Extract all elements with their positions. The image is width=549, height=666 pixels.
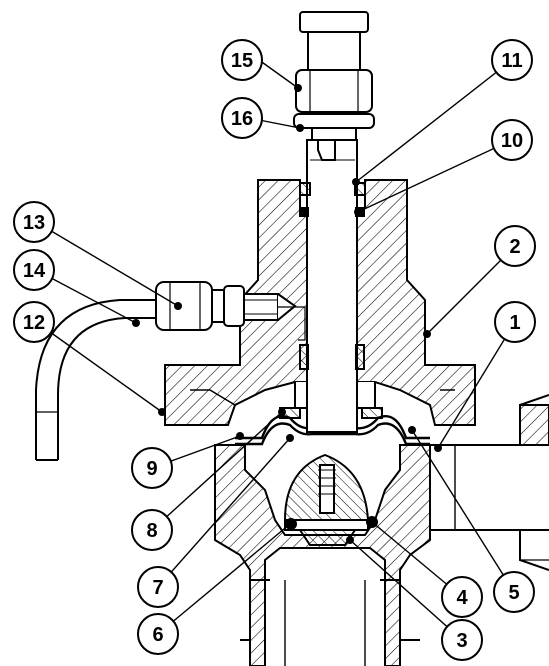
spindle bbox=[306, 139, 358, 433]
callout-8: 8 bbox=[131, 509, 173, 551]
callout-label-4: 4 bbox=[456, 587, 468, 609]
callout-label-14: 14 bbox=[23, 260, 46, 282]
callout-label-13: 13 bbox=[23, 212, 45, 234]
leader-lines bbox=[35, 59, 516, 641]
callout-14: 14 bbox=[13, 249, 55, 291]
callout-label-7: 7 bbox=[152, 577, 163, 599]
callout-label-10: 10 bbox=[501, 130, 523, 152]
callout-5: 5 bbox=[493, 571, 535, 613]
callout-6: 6 bbox=[137, 613, 179, 655]
callout-label-12: 12 bbox=[23, 312, 45, 334]
callout-4: 4 bbox=[441, 576, 483, 618]
callout-label-1: 1 bbox=[509, 312, 520, 334]
callout-2: 2 bbox=[494, 225, 536, 267]
callouts: 15 16 11 10 13 14 12 2 bbox=[13, 39, 536, 661]
callout-label-3: 3 bbox=[456, 630, 467, 652]
callout-label-9: 9 bbox=[146, 458, 157, 480]
callout-12: 12 bbox=[13, 301, 55, 343]
valve-disc bbox=[283, 453, 378, 546]
outlet-body bbox=[430, 394, 549, 571]
callout-1: 1 bbox=[494, 301, 536, 343]
callout-9: 9 bbox=[131, 447, 173, 489]
leader-dots bbox=[132, 84, 442, 544]
callout-11: 11 bbox=[491, 39, 533, 81]
callout-label-16: 16 bbox=[231, 108, 253, 130]
callout-15: 15 bbox=[221, 39, 263, 81]
callout-label-11: 11 bbox=[501, 50, 522, 72]
callout-label-5: 5 bbox=[508, 582, 519, 604]
callout-label-15: 15 bbox=[231, 50, 253, 72]
callout-13: 13 bbox=[13, 201, 55, 243]
callout-label-6: 6 bbox=[152, 624, 163, 646]
callout-3: 3 bbox=[441, 619, 483, 661]
callout-label-8: 8 bbox=[146, 520, 157, 542]
callout-7: 7 bbox=[137, 566, 179, 608]
callout-label-2: 2 bbox=[509, 236, 520, 258]
pipe bbox=[35, 299, 156, 461]
callout-16: 16 bbox=[221, 97, 263, 139]
top-fitting bbox=[293, 11, 375, 141]
valve-housing bbox=[214, 444, 431, 666]
side-fitting bbox=[155, 281, 306, 341]
callout-10: 10 bbox=[491, 119, 533, 161]
